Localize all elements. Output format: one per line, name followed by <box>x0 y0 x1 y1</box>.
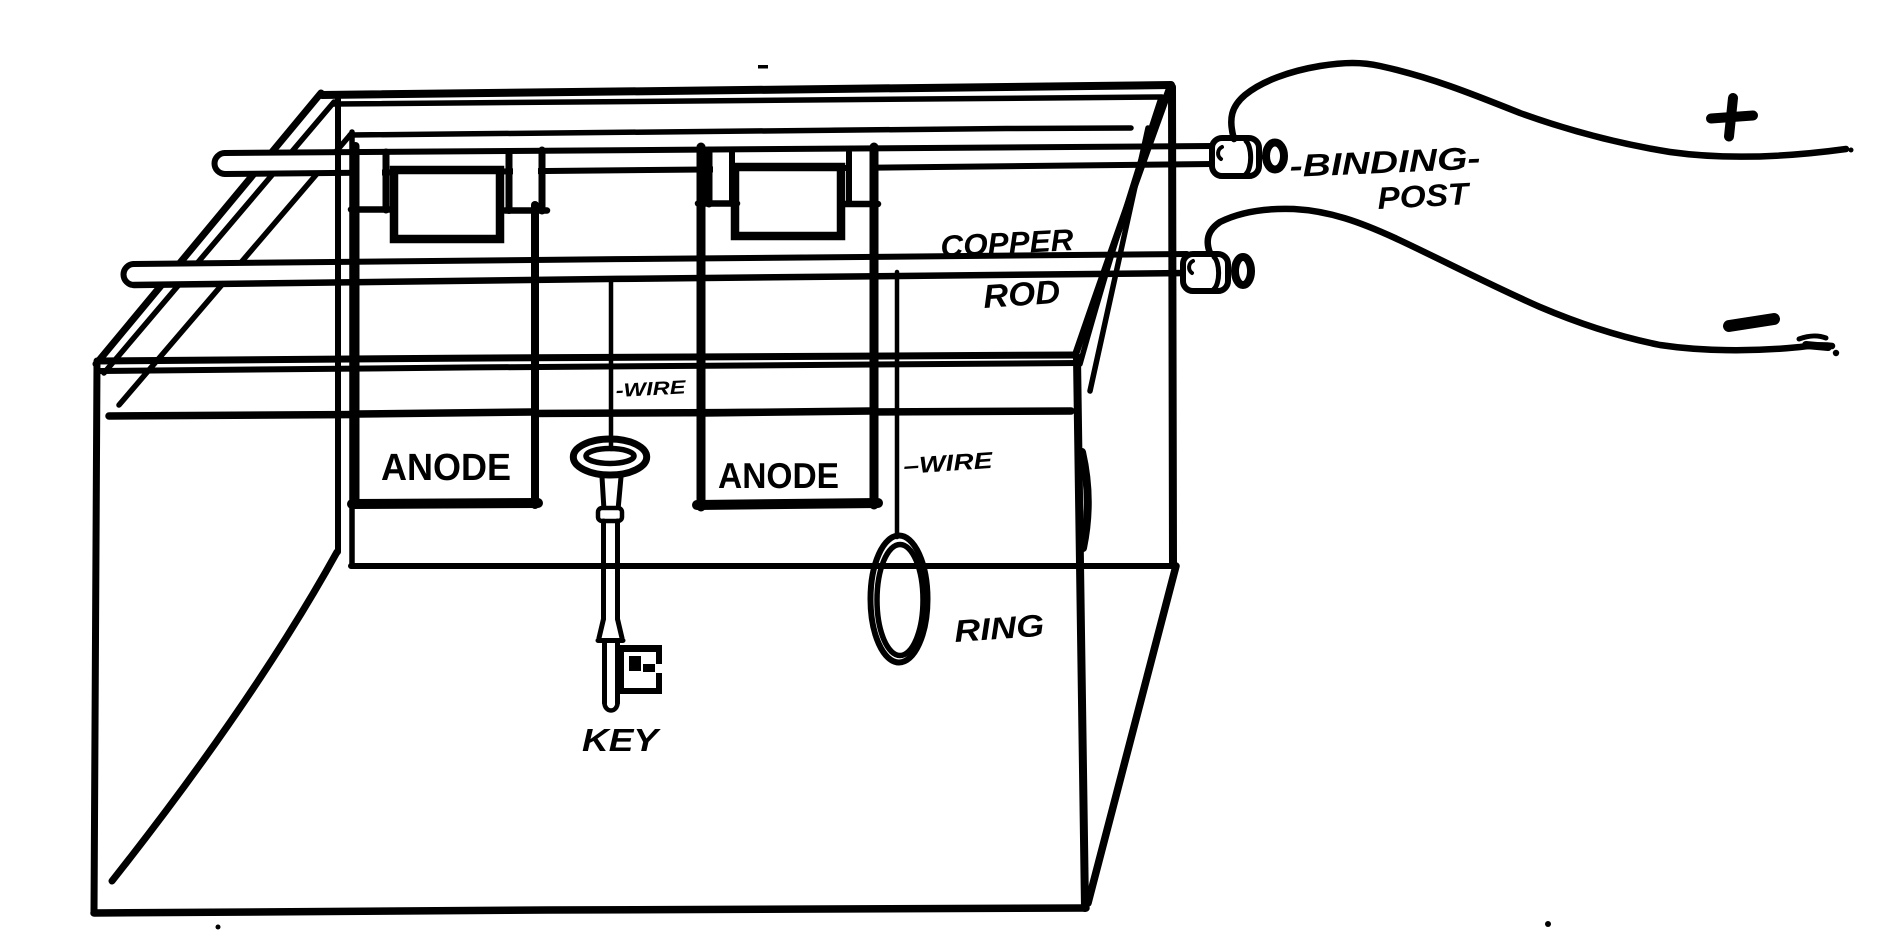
svg-text:COPPER: COPPER <box>940 223 1075 264</box>
svg-text:–WIRE: –WIRE <box>903 447 994 479</box>
svg-text:-WIRE: -WIRE <box>615 377 688 402</box>
svg-text:-BINDING-: -BINDING- <box>1289 140 1481 184</box>
svg-text:ANODE: ANODE <box>381 447 511 489</box>
svg-text:POST: POST <box>1377 176 1473 216</box>
svg-text:RING: RING <box>953 608 1045 649</box>
svg-text:ROD: ROD <box>982 273 1061 315</box>
svg-text:KEY: KEY <box>582 722 661 758</box>
svg-text:ANODE: ANODE <box>718 455 839 496</box>
